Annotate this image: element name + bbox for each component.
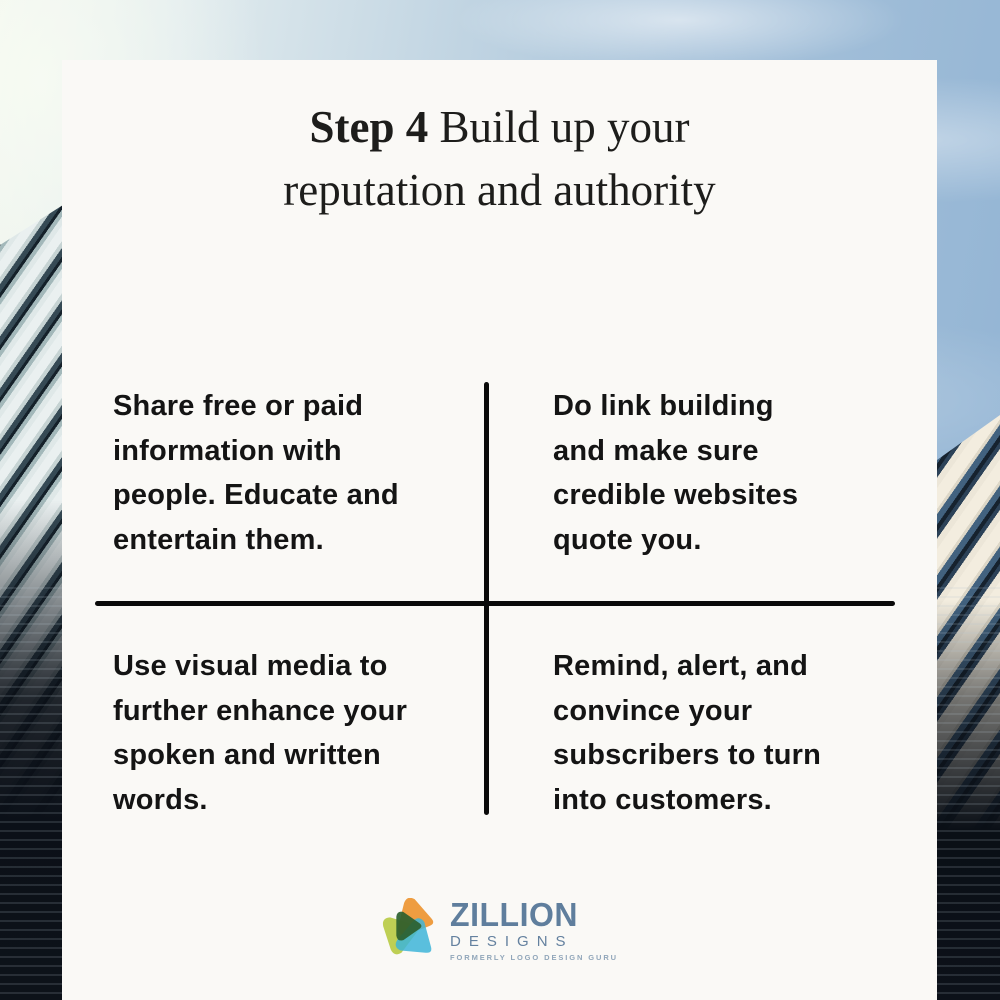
quadrant-top-right-text: Do link building and make sure credible …	[553, 390, 799, 556]
left-skyscraper-lower-floors	[0, 580, 63, 1000]
brand-subname: DESIGNS	[450, 933, 574, 950]
title-line-2: reputation and authority	[283, 165, 716, 215]
zillion-logo-mark-icon	[382, 898, 434, 955]
quadrant-bottom-left-text: Use visual media to further enhance your…	[113, 650, 408, 816]
brand-text-block: ZILLION DESIGNS FORMERLY LOGO DESIGN GUR…	[450, 898, 618, 962]
page-title: Step 4 Build up your reputation and auth…	[62, 96, 937, 222]
right-skyscraper-lower-floors	[937, 580, 1000, 1000]
right-skyscraper-photo	[937, 415, 1000, 1000]
title-step-label: Step 4	[309, 102, 429, 152]
quadrant-top-left-text: Share free or paid information with peop…	[113, 390, 399, 556]
title-line-1: Step 4 Build up your	[62, 96, 937, 159]
content-card: Step 4 Build up your reputation and auth…	[62, 60, 937, 1000]
brand-tagline: FORMERLY LOGO DESIGN GURU	[450, 953, 618, 962]
title-line1-rest: Build up your	[428, 102, 690, 152]
divider-horizontal	[95, 601, 895, 606]
divider-vertical	[484, 382, 489, 815]
left-skyscraper-photo	[0, 205, 63, 1000]
brand-name: ZILLION	[450, 895, 578, 934]
quadrant-bottom-right-text: Remind, alert, and convince your subscri…	[553, 650, 822, 816]
brand-logo: ZILLION DESIGNS FORMERLY LOGO DESIGN GUR…	[62, 898, 937, 964]
